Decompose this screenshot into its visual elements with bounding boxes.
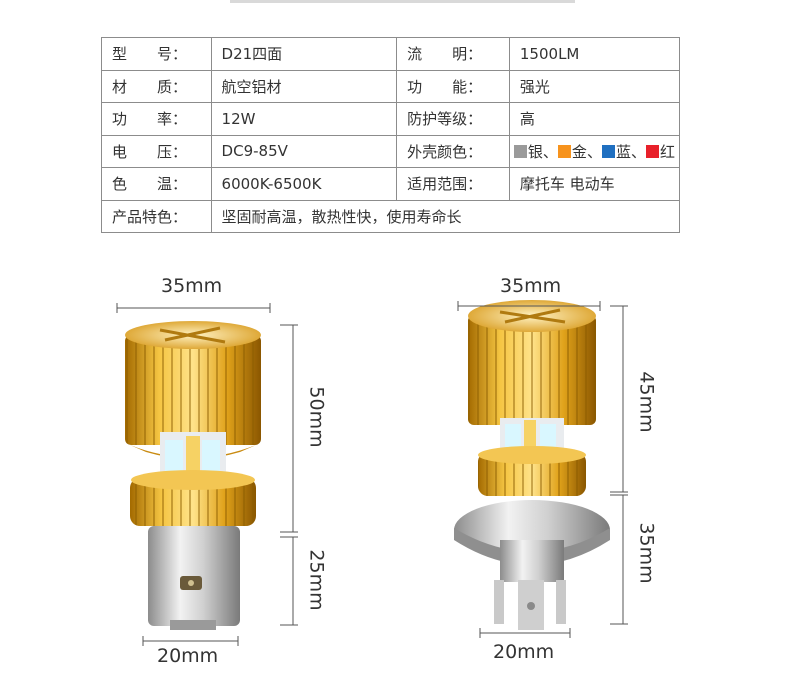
right-top-width-label: 35mm [500,275,562,297]
blue-swatch [601,144,615,158]
spec-key: 型 号： [101,37,212,71]
feature-value: 坚固耐高温，散热性快，使用寿命长 [210,199,681,233]
spec-table: 型 号： D21四面 流 明： 1500LM 材 质： 航空铝材 功 能： 强光… [101,37,681,233]
spec-value: D21四面 [210,37,398,71]
right-lower-height-label: 35mm [635,522,658,584]
table-row: 功 率： 12W 防护等级： 高 [101,102,681,136]
table-row: 型 号： D21四面 流 明： 1500LM [101,37,681,71]
left-lower-height-label: 25mm [305,549,328,611]
spec-key: 功 能： [396,69,510,103]
right-bulb-image [454,300,610,630]
table-row: 色 温： 6000K-6500K 适用范围： 摩托车 电动车 [101,167,681,201]
spec-value: 高 [508,102,681,136]
spec-value: 强光 [508,69,681,103]
feature-key: 产品特色： [101,199,212,233]
gold-swatch [557,144,571,158]
spec-key: 材 质： [101,69,212,103]
left-dimension-lines [116,303,298,646]
right-upper-height-label: 45mm [635,371,658,433]
right-bottom-width-label: 20mm [493,641,555,663]
spec-key: 电 压： [101,134,212,168]
left-bottom-width-label: 20mm [157,645,219,667]
red-swatch [645,144,659,158]
spec-value: 1500LM [508,37,681,71]
silver-swatch [513,144,527,158]
left-bulb-image [125,321,261,630]
color-options: 银、金、蓝、红 [508,134,681,168]
left-upper-height-label: 50mm [305,386,328,448]
spec-key: 功 率： [101,102,212,136]
spec-key: 外壳颜色： [396,134,510,168]
table-row: 电 压： DC9-85V 外壳颜色： 银、金、蓝、红 [101,134,681,168]
spec-key: 流 明： [396,37,510,71]
table-row: 产品特色： 坚固耐高温，散热性快，使用寿命长 [101,199,681,233]
spec-value: 12W [210,102,398,136]
spec-value: DC9-85V [210,134,398,168]
right-dimension-lines [457,301,628,638]
spec-value: 航空铝材 [210,69,398,103]
top-divider [230,0,575,3]
spec-key: 色 温： [101,167,212,201]
spec-key: 适用范围： [396,167,510,201]
table-row: 材 质： 航空铝材 功 能： 强光 [101,69,681,103]
left-top-width-label: 35mm [161,275,223,297]
